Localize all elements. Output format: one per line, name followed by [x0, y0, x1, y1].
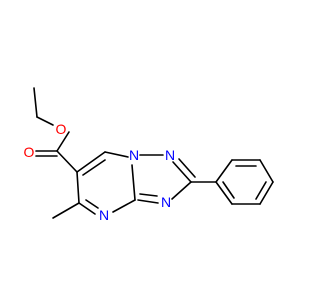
bond-carbonyl-ring	[56, 150, 78, 173]
bond-n4-c3a	[112, 199, 136, 213]
bond-ph4	[259, 181, 274, 205]
bond-o-carbonyl	[56, 131, 70, 152]
bond-ph6	[215, 181, 233, 205]
bond-ch2-o	[36, 116, 54, 126]
bond-c6-c7	[76, 151, 106, 173]
bond-n3-c3a	[137, 199, 159, 204]
bond-ph6-inner	[222, 181, 235, 199]
ester-oxygen-label: O	[56, 121, 67, 137]
bond-c5-n4-double	[85, 199, 99, 209]
molecule-canvas: O O N N N N	[24, 87, 274, 223]
bond-n2-c2-double	[178, 158, 196, 178]
triazole-n2-label: N	[165, 147, 175, 163]
bond-ph4-inner	[255, 181, 267, 200]
bond-ph1	[215, 159, 233, 183]
bond-ph3	[259, 159, 274, 183]
bond-n3-c3a-double	[139, 193, 158, 197]
triazole-n3-label: N	[161, 194, 171, 210]
bond-c7-n8	[104, 151, 129, 158]
bond-c6-c7-double	[82, 159, 106, 176]
bond-c3a-n8	[131, 164, 136, 201]
pyrimidine-n-label: N	[99, 207, 109, 223]
bond-c5-methyl	[52, 202, 80, 219]
bond-c5-n4	[78, 202, 96, 215]
bonds	[33, 87, 274, 219]
carbonyl-oxygen-label: O	[24, 144, 35, 160]
bond-c2-n3	[171, 181, 192, 200]
triazole-n1-label: N	[129, 147, 139, 163]
bond-n2-c2	[172, 161, 192, 183]
bond-methyl-ch2	[33, 87, 38, 118]
molecule-structure: O O N N N N	[24, 87, 274, 223]
bond-c6-c5	[76, 171, 80, 204]
